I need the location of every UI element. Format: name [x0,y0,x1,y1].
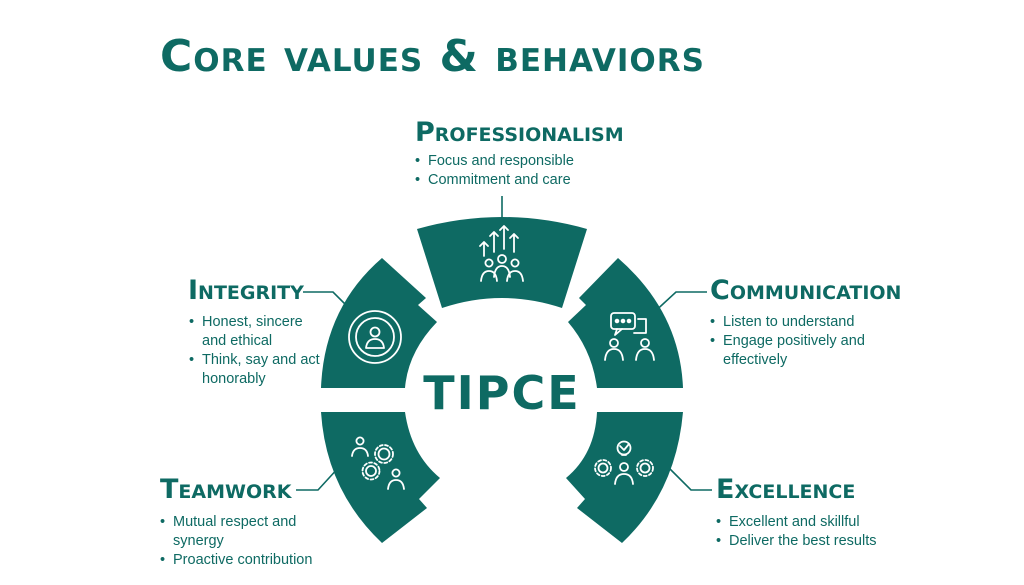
bullet-item: Mutual respect and synergy [160,513,320,551]
people-chat-icon [604,312,655,361]
heading-integrity: Integrity [188,275,304,306]
idea-gears-person-icon [594,440,654,485]
bullet-item: Think, say and act honorably [189,351,324,389]
heading-communication: Communication [710,275,902,306]
bullets-excellence: Excellent and skillful Deliver the best … [716,513,916,551]
segment-teamwork [321,412,440,543]
bullet-item: Focus and responsible [415,152,635,171]
segment-integrity [321,258,437,388]
bullets-communication: Listen to understand Engage positively a… [710,313,885,370]
heading-teamwork: Teamwork [160,474,292,505]
bullet-item: Listen to understand [710,313,885,332]
heading-professionalism: Professionalism [415,117,624,148]
people-gears-icon [351,436,405,490]
bullets-professionalism: Focus and responsible Commitment and car… [415,152,635,190]
segment-excellence [566,412,683,543]
segment-communication [568,258,683,388]
person-in-circle-icon [348,310,402,364]
bullet-item: Commitment and care [415,171,635,190]
bullet-item: Proactive contribution [160,551,320,570]
center-acronym: TIPCE [423,366,581,420]
wheel-segments [321,217,683,543]
bullet-item: Excellent and skillful [716,513,916,532]
growth-arrows-team-icon [479,225,524,282]
page-title: Core values & behaviors [160,31,705,82]
bullet-item: Engage positively and effectively [710,332,885,370]
heading-excellence: Excellence [716,474,856,505]
bullet-item: Deliver the best results [716,532,916,551]
bullet-item: Honest, sincere and ethical [189,313,324,351]
bullets-integrity: Honest, sincere and ethical Think, say a… [189,313,324,389]
bullets-teamwork: Mutual respect and synergy Proactive con… [160,513,320,570]
